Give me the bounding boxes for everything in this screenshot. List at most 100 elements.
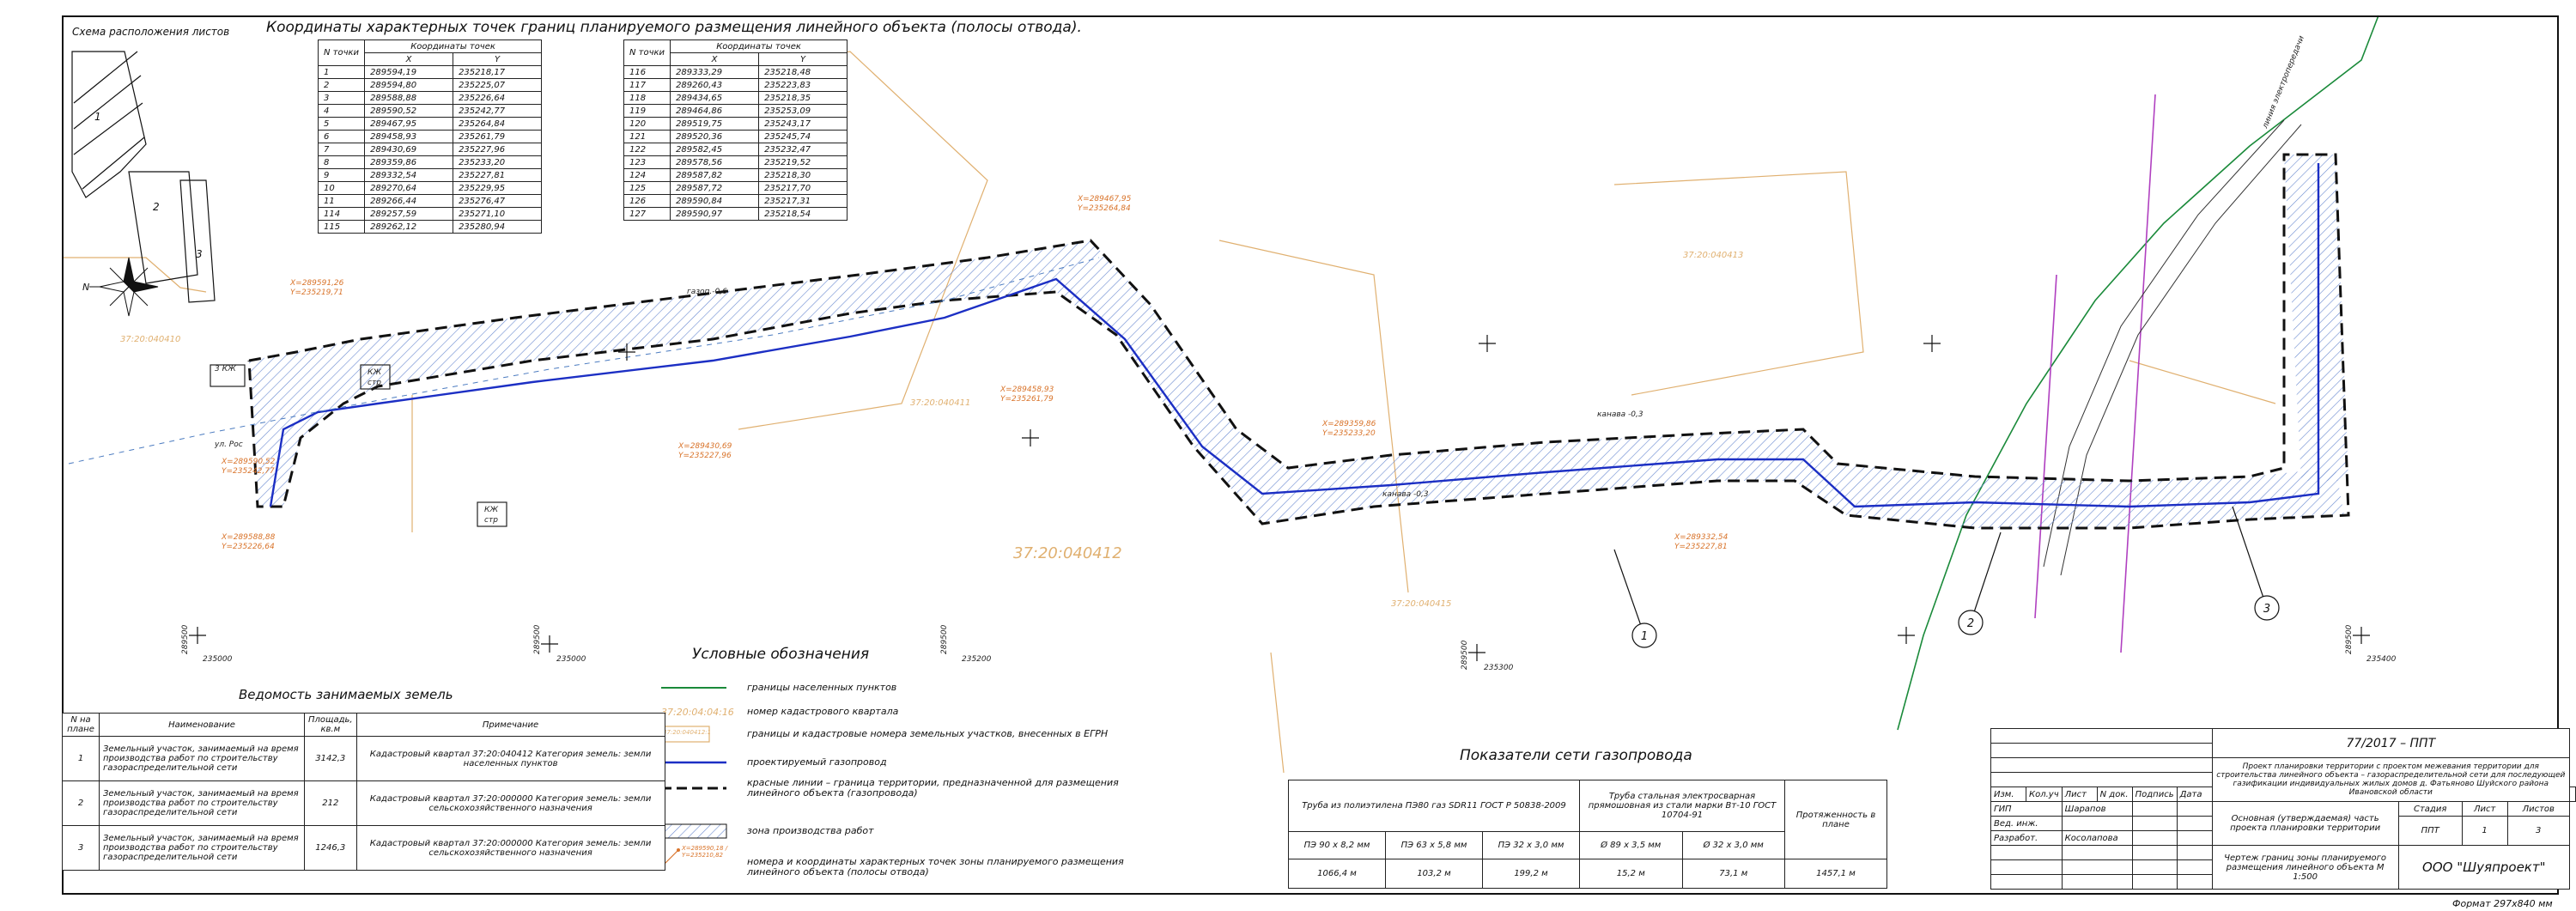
point-number: 123 <box>623 155 671 169</box>
legend-text: границы населенных пунктов <box>747 682 897 693</box>
coord-y: 235261,79 <box>453 130 543 143</box>
coord-y: 235271,10 <box>453 207 543 221</box>
survey-line <box>68 257 1100 465</box>
grid-label: 235200 <box>962 655 992 664</box>
coord-y: 235227,96 <box>453 143 543 156</box>
grid-label: 235300 <box>1484 664 1514 672</box>
legend-item: проектируемый газопровод <box>747 751 887 774</box>
coord-x: 289520,36 <box>670 130 760 143</box>
grid-label: 289500 <box>2345 624 2354 654</box>
point-number: 121 <box>623 130 671 143</box>
coord-y: 235217,70 <box>758 181 848 195</box>
grid-label: 235000 <box>556 655 586 664</box>
legend-item: границы населенных пунктов <box>747 677 896 699</box>
land-note: Кадастровый квартал 37:20:000000 Категор… <box>355 825 665 871</box>
sheet-scheme <box>71 51 216 303</box>
coord-y: 235218,17 <box>453 65 543 79</box>
stamp-sheet-header: Лист <box>2461 801 2508 817</box>
format-label: Формат 297х840 мм <box>2452 898 2553 909</box>
gas-size: ПЭ 90 х 8,2 мм <box>1288 831 1386 859</box>
land-col-header: Наименование <box>99 713 305 737</box>
coord-x: 289578,56 <box>670 155 760 169</box>
coords-col-x: X <box>364 52 454 66</box>
legend-text: границы и кадастровые номера земельных у… <box>747 728 1109 739</box>
coord-x: 289590,97 <box>670 207 760 221</box>
point-coord-label: Y=235219,71 <box>290 288 343 297</box>
coord-x: 289467,95 <box>364 117 454 131</box>
stamp-stage-header: Стадия <box>2397 801 2463 817</box>
coord-x: 289430,69 <box>364 143 454 156</box>
coord-x: 289266,44 <box>364 194 454 208</box>
land-col-header: Площадь, кв.м <box>304 713 357 737</box>
stamp-header: Дата <box>2176 786 2213 802</box>
stamp-name: Шарапов <box>2061 801 2133 817</box>
red-lines-boundary <box>247 153 2350 530</box>
coord-x: 289270,64 <box>364 181 454 195</box>
coord-x: 289260,43 <box>670 78 760 92</box>
settlement-border <box>1897 15 2379 731</box>
stamp-project: Проект планировки территории с проектом … <box>2211 757 2570 802</box>
point-coord-label: X=289591,26 <box>289 279 344 288</box>
point-number: 118 <box>623 91 671 105</box>
gas-value: 1066,4 м <box>1288 859 1386 889</box>
land-number: 1 <box>62 736 100 781</box>
land-area: 212 <box>304 780 357 826</box>
coord-x: 289594,80 <box>364 78 454 92</box>
power-lines <box>2034 94 2156 653</box>
coord-y: 235225,07 <box>453 78 543 92</box>
coord-y: 235219,52 <box>758 155 848 169</box>
compass-icon <box>99 257 159 317</box>
coord-y: 235218,30 <box>758 168 848 182</box>
point-number: 4 <box>317 104 366 118</box>
coord-y: 235223,83 <box>758 78 848 92</box>
coord-y: 235233,20 <box>453 155 543 169</box>
drawing-title: Координаты характерных точек границ план… <box>266 19 1082 36</box>
coord-x: 289434,65 <box>670 91 760 105</box>
land-col-header: N на плане <box>62 713 100 737</box>
coord-y: 235232,47 <box>758 143 848 156</box>
gas-size: Ø 32 х 3,0 мм <box>1681 831 1785 859</box>
point-number: 120 <box>623 117 671 131</box>
coord-x: 289587,72 <box>670 181 760 195</box>
leader-callouts <box>1613 506 2280 648</box>
coord-y: 235218,54 <box>758 207 848 221</box>
stamp-header: Кол.уч <box>2026 786 2063 802</box>
stamp-drawing-name: Чертеж границ зоны планируемого размещен… <box>2211 845 2399 890</box>
land-name: Земельный участок, занимаемый на время п… <box>99 825 305 871</box>
cadastral-label: 37:20:040413 <box>1683 251 1743 260</box>
point-number: 11 <box>317 194 366 208</box>
stamp-role: Вед. инж. <box>1990 816 2063 831</box>
gas-group-2: Труба стальная электросварная прямошовна… <box>1579 780 1785 832</box>
point-number: 3 <box>317 91 366 105</box>
coord-y: 235253,09 <box>758 104 848 118</box>
kzh-sub-label: стр <box>368 379 381 387</box>
point-number: 7 <box>317 143 366 156</box>
point-number: 124 <box>623 168 671 182</box>
coord-x: 289262,12 <box>364 220 454 234</box>
land-name: Земельный участок, занимаемый на время п… <box>99 736 305 781</box>
land-area: 3142,3 <box>304 736 357 781</box>
legend-sample: X=289590,18 / Y=235210,82 <box>682 845 728 859</box>
gas-size: ПЭ 32 х 3,0 мм <box>1482 831 1580 859</box>
legend-text: зона производства работ <box>747 825 874 836</box>
scheme-title: Схема расположения листов <box>72 26 230 38</box>
point-number: 116 <box>623 65 671 79</box>
cadastral-label: 37:20:040411 <box>910 398 970 408</box>
road-label: газоп.-0,6 <box>687 288 727 296</box>
grid-label: 235000 <box>203 655 233 664</box>
coord-y: 235218,48 <box>758 65 848 79</box>
grid-label: 289500 <box>940 624 949 654</box>
compass-north-label: N <box>82 282 89 293</box>
coord-x: 289582,45 <box>670 143 760 156</box>
point-number: 115 <box>317 220 366 234</box>
stamp-code: 77/2017 – ППТ <box>2211 728 2570 758</box>
grid-label: 235400 <box>2366 655 2397 664</box>
point-coord-label: X=289467,95 <box>1077 195 1132 203</box>
